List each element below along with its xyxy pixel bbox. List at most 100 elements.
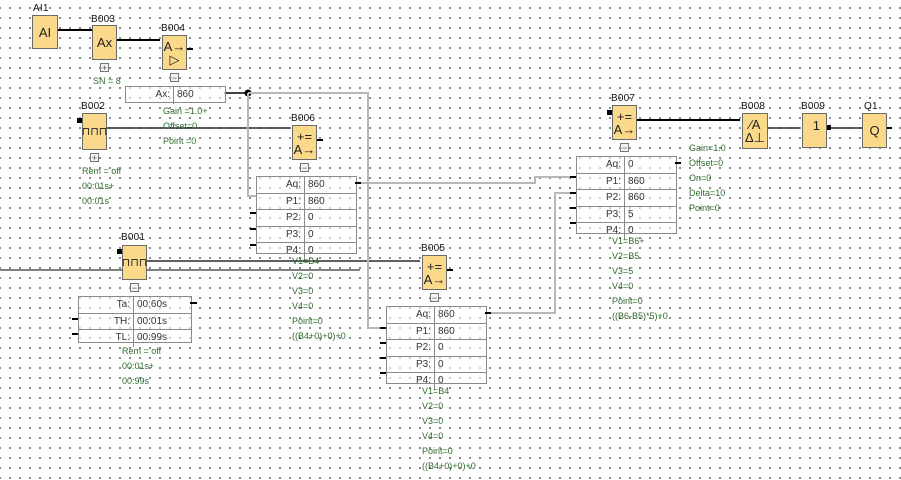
junction-b009 (826, 125, 831, 130)
collapse-toggle-b004[interactable]: − (170, 73, 179, 83)
block-label-b005: B005 (421, 243, 446, 254)
analog-input-icon: AI (38, 24, 52, 40)
block-label-b001: B001 (121, 232, 146, 243)
row-key: Ta: (79, 297, 134, 313)
param-b006-v2: V2=0 (292, 271, 314, 281)
wire-b006-b007-p1 (355, 176, 570, 184)
param-b006-formula: ((B4+0)+0)+0 (292, 331, 346, 341)
input-pin-b007-p4 (570, 222, 576, 224)
param-b002-tl: 00:01s (82, 196, 110, 206)
input-pin-b006-p4 (250, 244, 256, 246)
wire-ax-b005-p1 (248, 92, 384, 329)
expand-toggle-b002[interactable]: + (90, 153, 99, 163)
param-b007-v3: V3=5 (612, 266, 634, 276)
input-pin-b001-tl (72, 333, 78, 335)
row-key: P1: (257, 193, 305, 209)
block-q1[interactable]: Q (862, 113, 887, 148)
collapse-toggle-b007[interactable]: − (620, 143, 629, 153)
output-pin-b006-aq (355, 182, 361, 184)
row-value: 00:01s (137, 315, 168, 327)
input-pin-b005-p1 (380, 327, 386, 329)
display-value: 860 (177, 89, 194, 100)
table-row: P4:0 (257, 243, 356, 260)
table-row: P3:0 (387, 356, 486, 373)
param-b001-rem: Rem = off (122, 346, 162, 356)
row-key: P3: (257, 226, 305, 242)
display-key: Ax: (126, 87, 174, 104)
param-b006-point: Point=0 (292, 316, 323, 326)
row-key: P2: (257, 210, 305, 226)
param-b005-point: Point=0 (422, 446, 453, 456)
param-b001-th: 00:01s+ (122, 361, 155, 371)
param-b006-v4: V4=0 (292, 301, 314, 311)
param-table-b005: Aq:860 P1:860 P2:0 P3:0 P4:0 (386, 306, 487, 390)
table-row: Aq:860 (257, 177, 356, 194)
row-value: 0 (308, 228, 314, 240)
input-pin-b007-p1 (570, 176, 576, 178)
delta-threshold-icon: Δ⊥ (744, 130, 765, 145)
collapse-toggle-b006[interactable]: − (300, 163, 309, 173)
row-value: 0 (628, 225, 634, 236)
analog-output-icon: A→ (423, 271, 446, 287)
block-label-b007: B007 (611, 93, 636, 104)
row-value: 860 (628, 175, 645, 187)
input-pin-b007-p3 (570, 207, 576, 209)
table-row: TL:00:99s (79, 330, 191, 347)
input-pin-b001-th (72, 318, 78, 320)
input-pin-b005-p4 (380, 372, 386, 374)
param-b007-point: Point=0 (612, 296, 643, 306)
param-b002-th: 00:01s+ (82, 181, 115, 191)
pulse-generator-icon: ⊓⊓⊓ (81, 126, 108, 138)
block-b004[interactable]: A→ ▷ (162, 35, 187, 70)
param-b008-offset: Offset=0 (689, 158, 724, 168)
math-icon: += (296, 128, 313, 144)
param-b006-v1: V1=B4 (292, 256, 320, 266)
block-b006[interactable]: += A→ (292, 125, 317, 160)
table-row: Aq:860 (387, 307, 486, 324)
input-pin-b005-p3 (380, 357, 386, 359)
output-q-icon: Q (869, 123, 880, 138)
table-row: TH:00:01s (79, 313, 191, 330)
param-b008-on: On=0 (689, 173, 712, 183)
block-ai1[interactable]: AI (32, 15, 58, 49)
block-label-b008: B008 (741, 101, 766, 112)
param-b007-v1: V1=B6+ (612, 236, 645, 246)
table-row: P1:860 (257, 193, 356, 210)
row-value: 00:99s (137, 332, 168, 343)
table-row: P1:860 (577, 173, 676, 190)
collapse-toggle-b005[interactable]: − (430, 293, 439, 303)
table-row: P2:0 (387, 340, 486, 357)
param-b004-gain: Gain =1.0+ (163, 106, 208, 116)
table-row: P2:860 (577, 190, 676, 207)
block-b002[interactable]: ⊓⊓⊓ (82, 113, 107, 150)
input-pin-b007 (607, 110, 612, 115)
block-b007[interactable]: += A→ (612, 105, 637, 140)
row-key: TL: (79, 330, 134, 347)
row-value: 0 (308, 245, 314, 256)
analog-output-icon: A→ (613, 121, 636, 137)
row-value: 860 (628, 192, 645, 203)
math-icon: += (426, 258, 443, 274)
param-b003-sn: SN = 8 (93, 76, 121, 86)
param-b004-offset: Offset=0 (163, 121, 198, 131)
row-value: 0 (438, 342, 444, 353)
param-b008-delta: Delta=10 (689, 188, 726, 198)
row-value: 860 (438, 325, 455, 337)
row-key: P4: (387, 373, 435, 390)
block-b005[interactable]: += A→ (422, 255, 447, 290)
row-value: 0 (308, 212, 314, 223)
row-value: 860 (438, 309, 455, 320)
block-b001[interactable]: ⊓⊓⊓ (122, 245, 147, 280)
block-b008[interactable]: ⁄A Δ⊥ (742, 113, 768, 149)
table-row: P4:0 (387, 373, 486, 390)
output-pin-b007-aq (675, 162, 681, 164)
block-b009[interactable]: 1 (802, 113, 827, 148)
collapse-toggle-b001[interactable]: − (130, 283, 139, 293)
block-label-b009: B009 (801, 101, 826, 112)
block-b003[interactable]: Ax (92, 25, 117, 60)
block-label-b003: B003 (91, 14, 116, 25)
expand-toggle-b003[interactable]: + (100, 63, 109, 73)
row-key: TH: (79, 313, 134, 329)
display-b004: Ax: 860 (125, 86, 226, 104)
